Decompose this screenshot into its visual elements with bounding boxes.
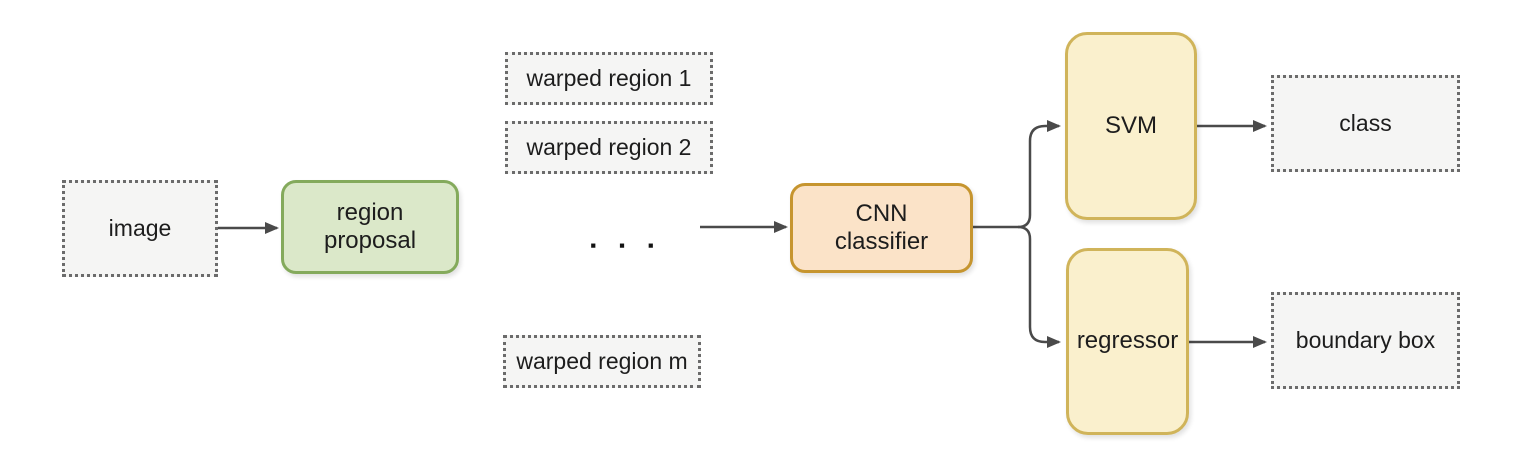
node-class: class	[1271, 75, 1460, 172]
node-warped-region-2: warped region 2	[505, 121, 713, 174]
node-image-label: image	[108, 214, 172, 241]
node-class-label: class	[1339, 109, 1392, 136]
node-cnn-classifier-label: CNN classifier	[834, 199, 929, 255]
node-boundary-box: boundary box	[1271, 292, 1460, 389]
node-svm-label: SVM	[1104, 111, 1157, 139]
node-warped-region-m-label: warped region m	[516, 347, 688, 374]
node-warped-region-2-label: warped region 2	[526, 133, 692, 160]
node-cnn-classifier: CNN classifier	[790, 183, 973, 273]
node-image: image	[62, 180, 218, 277]
edge-cnn-classifier-to-regressor	[1017, 225, 1061, 348]
node-svm: SVM	[1065, 32, 1197, 220]
node-warped-region-1-label: warped region 1	[526, 64, 692, 91]
node-warped-region-1: warped region 1	[505, 52, 713, 105]
ellipsis-label: ▪ ▪ ▪	[590, 236, 663, 255]
node-regressor: regressor	[1066, 248, 1189, 435]
edge-cnn-classifier-to-svm	[1017, 120, 1061, 229]
ellipsis-node: ▪ ▪ ▪	[578, 232, 666, 260]
node-region-proposal-label: region proposal	[323, 198, 417, 254]
node-regressor-label: regressor	[1076, 327, 1179, 355]
node-boundary-box-label: boundary box	[1295, 326, 1436, 353]
node-warped-region-m: warped region m	[503, 335, 701, 388]
node-region-proposal: region proposal	[281, 180, 459, 274]
